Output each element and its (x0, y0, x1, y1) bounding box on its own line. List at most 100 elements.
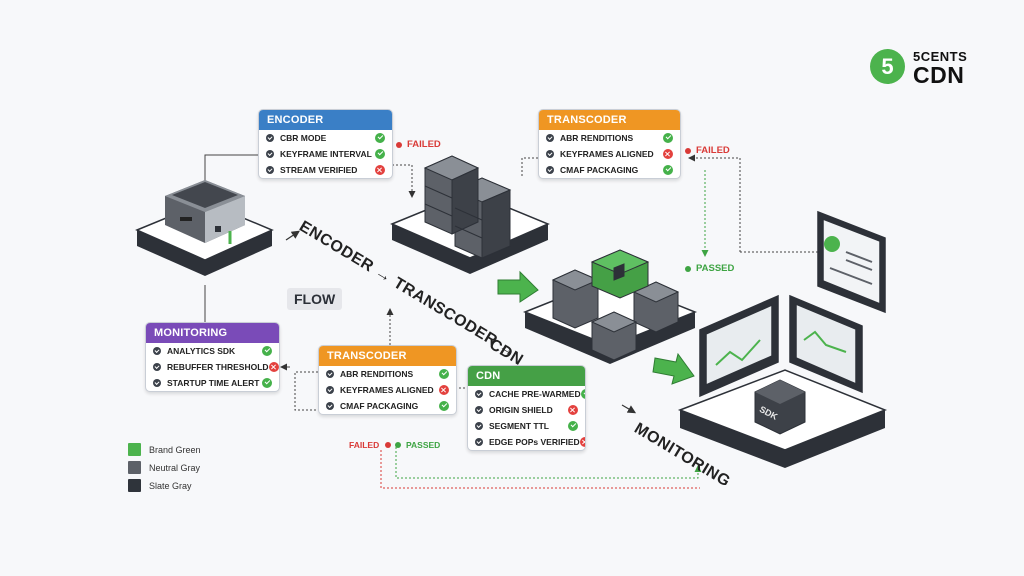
card-title: MONITORING (146, 323, 279, 343)
legend-swatch (128, 443, 141, 456)
pass-check-icon (439, 401, 449, 411)
check-label: SEGMENT TTL (489, 421, 549, 431)
monitoring-card: MONITORING ANALYTICS SDK REBUFFER THRESHOL… (145, 322, 280, 392)
check-row: CMAF PACKAGING (319, 398, 456, 414)
pass-check-icon (375, 133, 385, 143)
card-title: TRANSCODER (319, 346, 456, 366)
fail-line (380, 450, 700, 489)
check-row: SEGMENT TTL (468, 418, 585, 434)
check-row: ANALYTICS SDK (146, 343, 279, 359)
check-label: CBR MODE (280, 133, 327, 143)
check-label: ABR RENDITIONS (340, 369, 414, 379)
failed-tag-encoder: FAILED (396, 139, 441, 150)
fail-x-icon (568, 405, 578, 415)
check-row: KEYFRAMES ALIGNED (319, 382, 456, 398)
flow-badge: FLOW (287, 288, 343, 310)
check-row: ORIGIN SHIELD (468, 402, 585, 418)
passed-dot (685, 265, 691, 272)
check-label: CMAF PACKAGING (340, 401, 419, 411)
failed-text: FAILED (696, 145, 730, 156)
check-bullet-icon (153, 363, 161, 371)
failed-tag-bottom: FAILED (349, 440, 396, 450)
check-row: KEYFRAME INTERVAL (259, 146, 392, 162)
monitoring-device (677, 210, 888, 468)
legend-label: Neutral Gray (149, 462, 201, 473)
card-title: ENCODER (259, 110, 392, 130)
check-row: CBR MODE (259, 130, 392, 146)
check-bullet-icon (475, 406, 483, 414)
check-bullet-icon (153, 347, 161, 355)
connector-lines (204, 154, 820, 411)
check-label: CACHE PRE-WARMED (489, 389, 581, 399)
legend-swatch (128, 479, 141, 492)
check-bullet-icon (475, 438, 483, 446)
passed-dot (395, 442, 401, 448)
legend-label: Brand Green (149, 444, 201, 455)
brand-logo: 5 5CENTS CDN (870, 47, 980, 89)
check-bullet-icon (326, 370, 334, 378)
pass-check-icon (663, 165, 673, 175)
passed-text: PASSED (406, 440, 441, 450)
check-row: STREAM VERIFIED (259, 162, 392, 178)
legend-item: Slate Gray (128, 479, 192, 492)
legend-swatch (128, 461, 141, 474)
check-label: CMAF PACKAGING (560, 165, 639, 175)
green-arrow-2 (652, 352, 695, 385)
check-row: STARTUP TIME ALERT (146, 375, 279, 391)
check-row: ABR RENDITIONS (539, 130, 680, 146)
pass-check-icon (663, 133, 673, 143)
check-label: KEYFRAME INTERVAL (280, 149, 372, 159)
cdn-card: CDN CACHE PRE-WARMED ORIGIN SHIELD SEGMENT … (467, 365, 586, 451)
logo-text-bottom: CDN (913, 62, 965, 88)
fail-x-icon (579, 437, 585, 447)
failed-tag-transcoder: FAILED (685, 145, 730, 156)
check-label: EDGE POPs VERIFIED (489, 437, 580, 447)
check-bullet-icon (475, 390, 483, 398)
check-label: ABR RENDITIONS (560, 133, 634, 143)
legend-label: Slate Gray (149, 480, 192, 491)
flow-arrow-start (285, 230, 300, 241)
green-arrow-1 (497, 270, 539, 303)
logo-text-top: 5CENTS (913, 49, 968, 64)
check-bullet-icon (266, 150, 274, 158)
check-bullet-icon (266, 166, 274, 174)
card-title: CDN (468, 366, 585, 386)
check-row: ABR RENDITIONS (319, 366, 456, 382)
pass-check-icon (580, 389, 585, 399)
check-row: REBUFFER THRESHOLD (146, 359, 279, 375)
check-row: EDGE POPs VERIFIED (468, 434, 585, 450)
failed-dot (385, 442, 392, 448)
encoder-device (135, 180, 274, 276)
fail-x-icon (439, 385, 449, 395)
pass-check-icon (568, 421, 578, 431)
check-row: CACHE PRE-WARMED (468, 386, 585, 402)
passed-tag-bottom: PASSED (395, 440, 440, 450)
legend-item: Brand Green (128, 443, 201, 456)
check-bullet-icon (266, 134, 274, 142)
logo-mark: 5 (870, 49, 905, 84)
flow-arrow-monitoring (621, 404, 637, 414)
failed-dot (396, 141, 402, 148)
check-label: STARTUP TIME ALERT (167, 378, 260, 388)
pass-check-icon (375, 149, 385, 159)
transcoder-card-bottom: TRANSCODER ABR RENDITIONS KEYFRAMES ALIGNE… (318, 345, 457, 415)
passed-text: PASSED (696, 263, 735, 274)
check-bullet-icon (326, 402, 334, 410)
check-row: CMAF PACKAGING (539, 162, 680, 178)
pass-check-icon (262, 378, 272, 388)
check-label: REBUFFER THRESHOLD (167, 362, 269, 372)
failed-dot (685, 147, 691, 154)
pass-check-icon (262, 346, 272, 356)
pass-lines (395, 170, 709, 479)
passed-tag-transcoder: PASSED (685, 263, 734, 274)
fail-x-icon (268, 362, 279, 372)
check-bullet-icon (153, 379, 161, 387)
check-label: ANALYTICS SDK (167, 346, 236, 356)
check-bullet-icon (546, 166, 554, 174)
cdn-device (522, 249, 698, 364)
transcoder-device (390, 155, 550, 274)
pass-check-icon (439, 369, 449, 379)
